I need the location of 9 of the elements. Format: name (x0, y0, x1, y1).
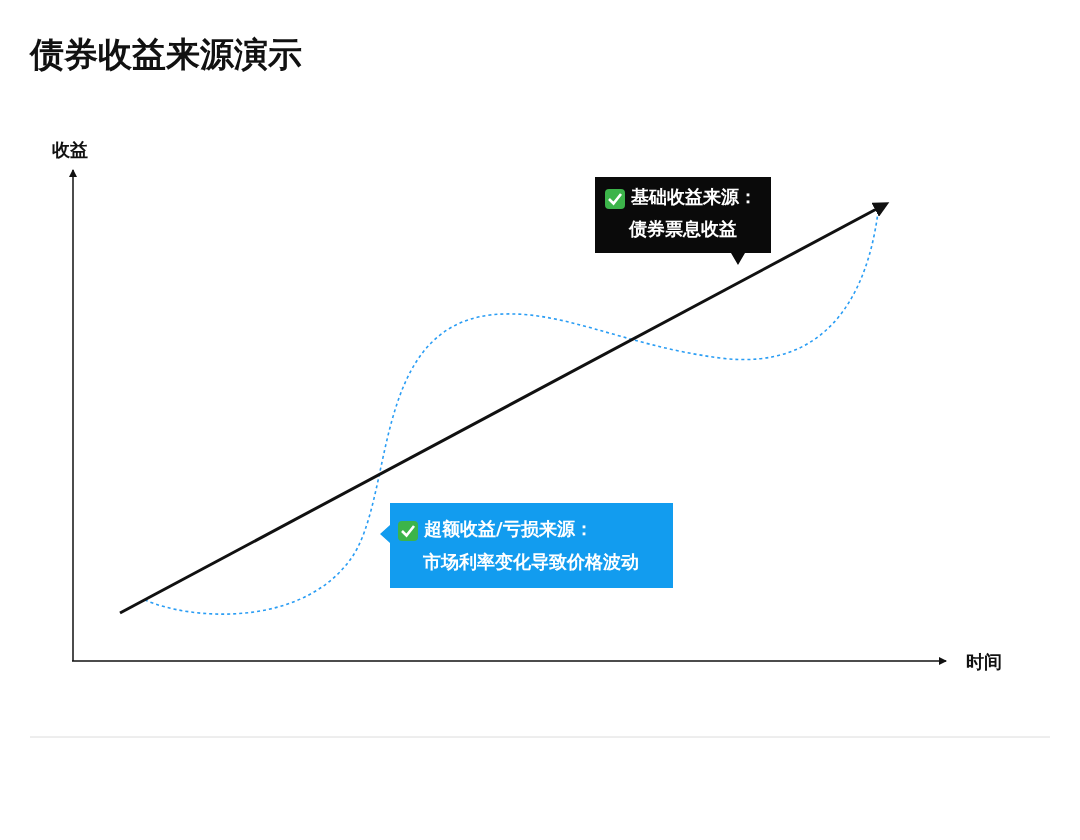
callout-text: 市场利率变化导致价格波动 (423, 550, 639, 574)
title: 债券收益来源演示 (30, 33, 302, 76)
callout-box (378, 503, 673, 588)
callout-text: 基础收益来源： (631, 185, 757, 209)
callout-box (595, 177, 771, 267)
callout-text: 债券票息收益 (629, 217, 737, 241)
axis-label: 收益 (52, 138, 88, 162)
axis-label: 时间 (966, 650, 1002, 674)
callout-text: 超额收益/亏损来源： (424, 517, 593, 541)
